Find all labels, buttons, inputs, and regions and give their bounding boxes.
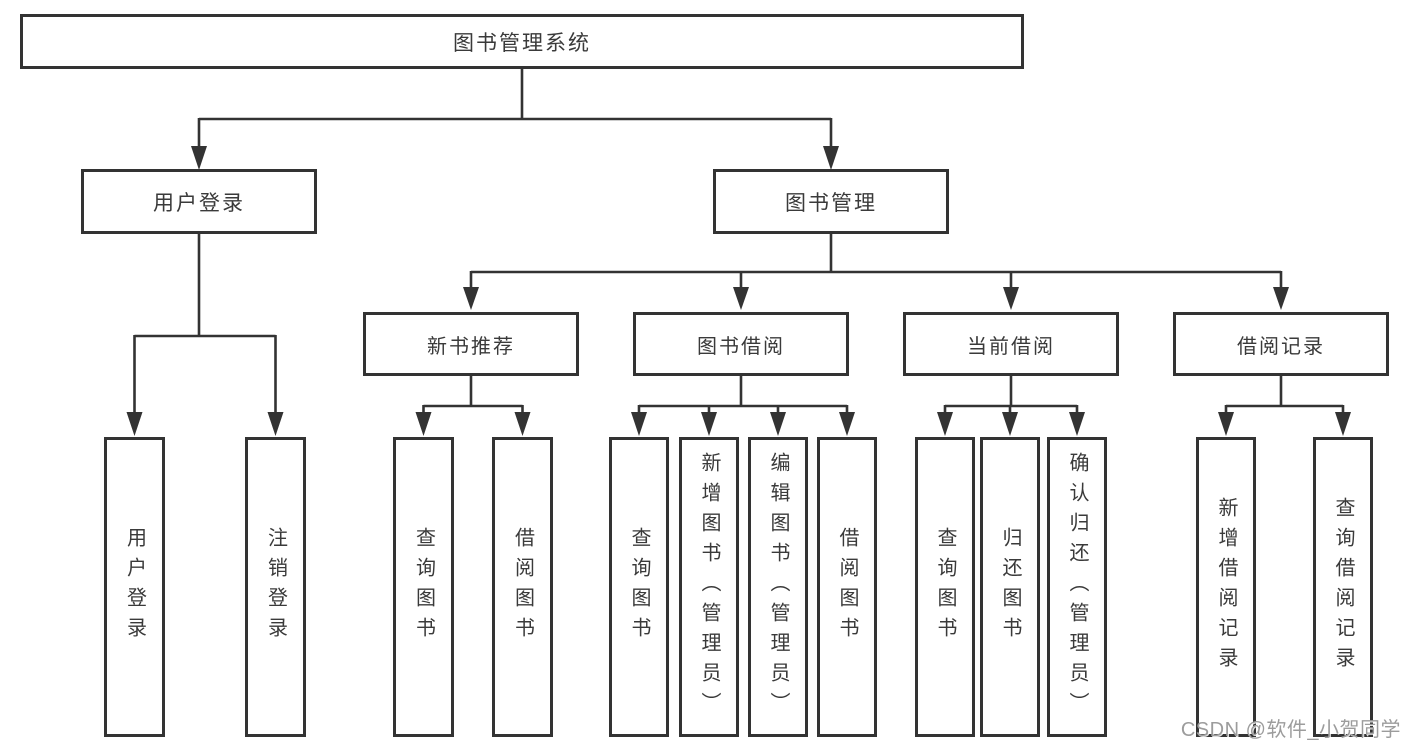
node-label: 图书管理系统 xyxy=(453,31,591,55)
leaf-recommend-query-books: 查询图书 xyxy=(393,437,454,737)
node-borrowing-records: 借阅记录 xyxy=(1173,312,1389,376)
leaf-recommend-borrow-books: 借阅图书 xyxy=(492,437,553,737)
node-new-book-recommendation: 新书推荐 xyxy=(363,312,579,376)
node-label: 当前借阅 xyxy=(967,335,1055,358)
leaf-label: 用户登录 xyxy=(123,527,146,647)
leaf-label: 借阅图书 xyxy=(836,527,858,647)
csdn-watermark: CSDN @软件_小贺同学 xyxy=(1180,719,1401,741)
node-label: 图书管理 xyxy=(785,191,877,215)
leaf-records-query-borrow-record: 查询借阅记录 xyxy=(1313,437,1373,737)
leaf-label: 查询图书 xyxy=(628,527,650,647)
leaf-borrowing-add-books-admin: 新增图书（管理员） xyxy=(679,437,739,737)
leaf-logout: 注销登录 xyxy=(245,437,306,737)
node-book-borrowing: 图书借阅 xyxy=(633,312,849,376)
leaf-label: 新增图书（管理员） xyxy=(698,452,720,722)
node-label: 用户登录 xyxy=(153,191,245,215)
node-user-login: 用户登录 xyxy=(81,169,317,234)
leaf-label: 确认归还（管理员） xyxy=(1066,452,1088,722)
leaf-borrowing-query-books: 查询图书 xyxy=(609,437,669,737)
node-label: 借阅记录 xyxy=(1237,335,1325,358)
leaf-label: 注销登录 xyxy=(264,527,287,647)
leaf-label: 新增借阅记录 xyxy=(1215,497,1237,677)
leaf-label: 归还图书 xyxy=(999,527,1021,647)
leaf-records-add-borrow-record: 新增借阅记录 xyxy=(1196,437,1256,737)
leaf-borrowing-edit-books-admin: 编辑图书（管理员） xyxy=(748,437,808,737)
leaf-current-confirm-return-admin: 确认归还（管理员） xyxy=(1047,437,1107,737)
node-current-borrowing: 当前借阅 xyxy=(903,312,1119,376)
leaf-label: 借阅图书 xyxy=(511,527,534,647)
leaf-user-login: 用户登录 xyxy=(104,437,165,737)
leaf-label: 查询图书 xyxy=(934,527,956,647)
leaf-current-query-books: 查询图书 xyxy=(915,437,975,737)
node-root-library-management-system: 图书管理系统 xyxy=(20,14,1024,69)
leaf-current-return-books: 归还图书 xyxy=(980,437,1040,737)
node-book-management: 图书管理 xyxy=(713,169,949,234)
node-label: 图书借阅 xyxy=(697,335,785,358)
leaf-borrowing-borrow-books: 借阅图书 xyxy=(817,437,877,737)
node-label: 新书推荐 xyxy=(427,335,515,358)
leaf-label: 查询借阅记录 xyxy=(1332,497,1354,677)
leaf-label: 查询图书 xyxy=(412,527,435,647)
leaf-label: 编辑图书（管理员） xyxy=(767,452,789,722)
